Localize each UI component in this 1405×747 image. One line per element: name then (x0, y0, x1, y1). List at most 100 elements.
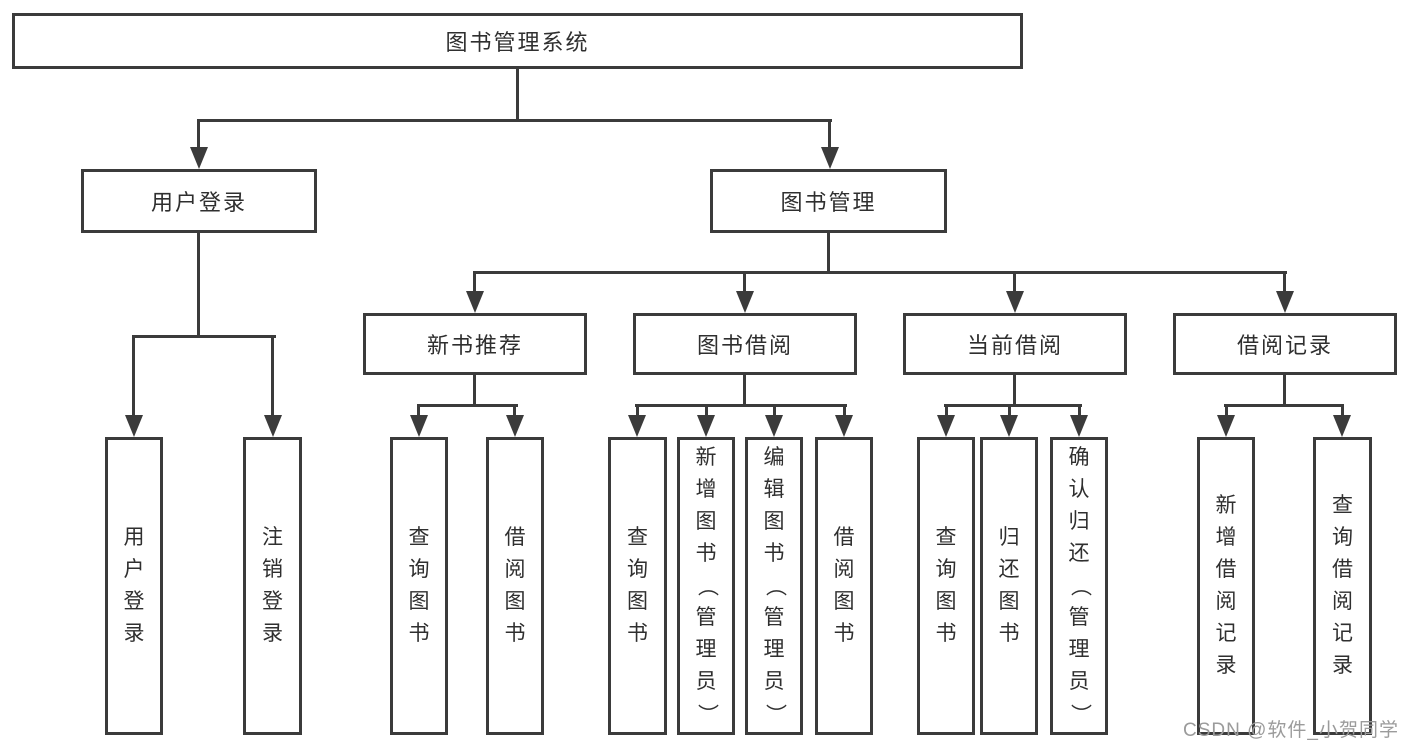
connector-arrow-down-icon (628, 415, 646, 437)
connector-arrow-down-icon (264, 415, 282, 437)
label-char: 管 (763, 606, 785, 629)
label-char: 归 (1068, 510, 1090, 533)
label-char: 新 (1215, 494, 1237, 517)
leaf-records-add-record: 新增借阅记录 (1197, 437, 1255, 735)
label-char: 图 (833, 590, 855, 613)
leaf-borrow-borrow-books: 借阅图书 (815, 437, 873, 735)
label-char: 登 (262, 590, 283, 613)
connector-line (827, 233, 830, 274)
label-char: 管 (695, 606, 717, 629)
label-char: 认 (1068, 478, 1090, 501)
label-char: 户 (123, 558, 145, 581)
label-char: 图 (504, 590, 526, 613)
label-char: 登 (123, 590, 145, 613)
label-char: 书 (998, 622, 1020, 645)
label-char: 注 (262, 526, 283, 549)
connector-line (473, 271, 1287, 274)
node-new-book-recommend: 新书推荐 (363, 313, 587, 375)
label-char: 录 (123, 622, 145, 645)
label-char: 还 (998, 558, 1020, 581)
label-char: 确 (1068, 446, 1090, 469)
connector-line (132, 335, 276, 338)
label-char: 理 (763, 638, 785, 661)
connector-arrow-down-icon (1333, 415, 1351, 437)
node-current-borrow: 当前借阅 (903, 313, 1127, 375)
label-char: 借 (833, 526, 855, 549)
node-borrow-records: 借阅记录 (1173, 313, 1397, 375)
label-char: 用 (123, 526, 145, 549)
label-char: 录 (1215, 654, 1237, 677)
label-char: 查 (935, 526, 957, 549)
label-char: 增 (1215, 526, 1237, 549)
label-char: 图 (408, 590, 430, 613)
connector-line (417, 404, 420, 417)
label-char: 还 (1068, 542, 1090, 565)
label-char: 书 (935, 622, 957, 645)
label-char: 增 (695, 478, 717, 501)
leaf-current-query-books: 查询图书 (917, 437, 975, 735)
connector-line (132, 335, 135, 417)
label-char: 新 (695, 446, 717, 469)
label-char: 阅 (1215, 590, 1237, 613)
label-char: 录 (262, 622, 283, 645)
connector-line (1013, 373, 1016, 407)
label-char: 借 (504, 526, 526, 549)
label-char: 理 (695, 638, 717, 661)
label-char: 书 (695, 542, 717, 565)
label-char: 销 (262, 558, 283, 581)
connector-line (828, 119, 831, 149)
label-char: 员 (695, 670, 717, 693)
connector-arrow-down-icon (466, 291, 484, 313)
connector-line (705, 404, 708, 417)
connector-arrow-down-icon (1006, 291, 1024, 313)
label-char: ） (1068, 703, 1091, 725)
connector-arrow-down-icon (1000, 415, 1018, 437)
label-char: 书 (504, 622, 526, 645)
connector-arrow-down-icon (1070, 415, 1088, 437)
connector-arrow-down-icon (821, 147, 839, 169)
connector-line (513, 404, 516, 417)
connector-line (197, 232, 200, 338)
label-char: 阅 (833, 558, 855, 581)
connector-line (417, 404, 518, 407)
node-library-management-system: 图书管理系统 (12, 13, 1023, 69)
label-char: ） (695, 703, 718, 725)
label-char: 询 (408, 558, 430, 581)
connector-line (473, 373, 476, 407)
label-char: 询 (627, 558, 648, 581)
connector-arrow-down-icon (1217, 415, 1235, 437)
label-char: 书 (627, 622, 648, 645)
leaf-current-return-books: 归还图书 (980, 437, 1038, 735)
leaf-records-query-record: 查询借阅记录 (1313, 437, 1372, 735)
connector-line (1224, 404, 1344, 407)
label-char: 询 (935, 558, 957, 581)
connector-line (1341, 404, 1344, 417)
label-char: 书 (763, 542, 785, 565)
leaf-newbooks-borrow-books: 借阅图书 (486, 437, 544, 735)
connector-arrow-down-icon (410, 415, 428, 437)
leaf-borrow-query-books: 查询图书 (608, 437, 667, 735)
connector-line (636, 404, 639, 417)
connector-line (473, 271, 476, 293)
label-char: ） (763, 703, 786, 725)
label-char: 员 (1068, 670, 1090, 693)
label-char: 阅 (1332, 590, 1353, 613)
connector-arrow-down-icon (765, 415, 783, 437)
connector-line (1225, 404, 1228, 417)
leaf-borrow-add-books-admin: 新增图书（管理员） (677, 437, 735, 735)
connector-arrow-down-icon (190, 147, 208, 169)
connector-line (773, 404, 776, 417)
label-char: （ (763, 575, 786, 597)
label-char: 书 (833, 622, 855, 645)
connector-arrow-down-icon (125, 415, 143, 437)
label-char: （ (1068, 575, 1091, 597)
label-char: 辑 (763, 478, 785, 501)
leaf-user-login: 用户登录 (105, 437, 163, 735)
leaf-logout: 注销登录 (243, 437, 302, 735)
connector-line (1008, 404, 1011, 417)
label-char: 查 (1332, 494, 1353, 517)
label-char: 查 (627, 526, 648, 549)
label-char: 归 (998, 526, 1020, 549)
label-char: 编 (763, 446, 785, 469)
